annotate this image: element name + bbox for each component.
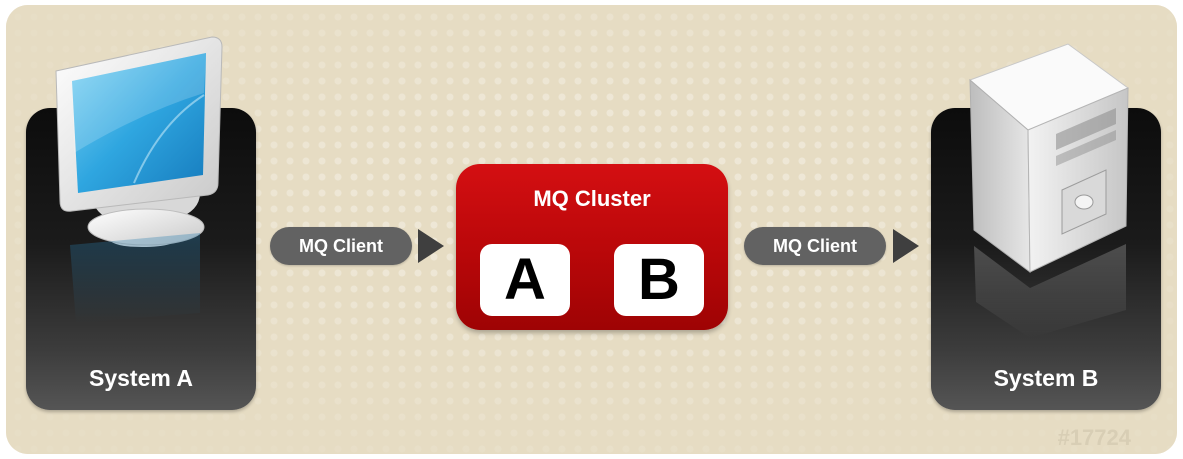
monitor-icon	[50, 33, 230, 333]
connector-label-left: MQ Client	[270, 227, 412, 265]
cluster-node-b: B	[614, 244, 704, 316]
server-icon	[958, 40, 1136, 340]
mq-cluster-box: MQ Cluster A B	[456, 164, 728, 330]
cluster-node-a: A	[480, 244, 570, 316]
cluster-title: MQ Cluster	[533, 186, 651, 211]
system-b-label: System B	[993, 365, 1099, 391]
system-a-label: System A	[89, 365, 193, 391]
arrow-right-icon	[893, 229, 919, 263]
connector-label-right: MQ Client	[744, 227, 886, 265]
arrow-right-icon	[418, 229, 444, 263]
image-id-watermark: #17724	[1057, 425, 1131, 450]
